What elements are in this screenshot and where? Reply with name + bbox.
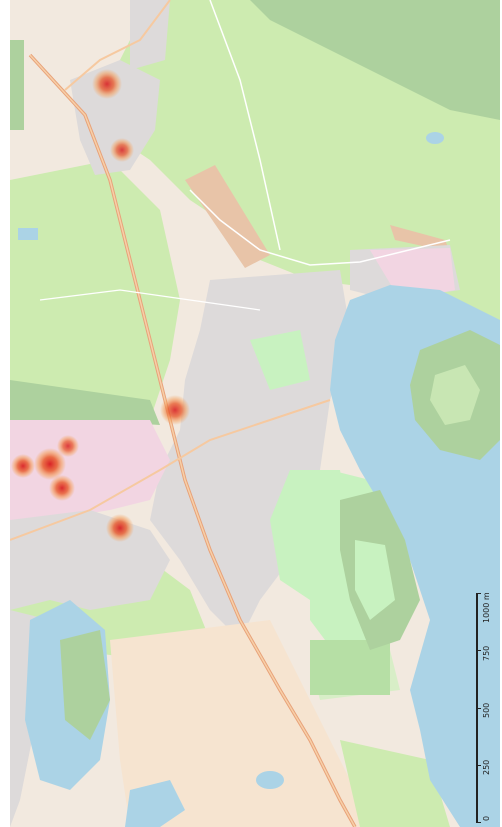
lake bbox=[125, 780, 185, 827]
road bbox=[64, 0, 171, 91]
hotspot-north-2[interactable] bbox=[110, 138, 134, 162]
hotspot-west-1[interactable] bbox=[11, 454, 35, 478]
park-area bbox=[250, 330, 310, 390]
map-scale-bar: 0 250 500 750 1000 m bbox=[476, 592, 498, 823]
scale-tick bbox=[476, 822, 481, 823]
pond bbox=[18, 228, 38, 240]
island-forest bbox=[430, 365, 480, 425]
scale-label-750: 750 bbox=[482, 645, 491, 661]
meadow-area bbox=[310, 640, 390, 695]
road bbox=[39, 289, 261, 311]
scale-tick bbox=[476, 708, 481, 709]
road bbox=[10, 399, 331, 541]
forest-area bbox=[60, 630, 110, 740]
map-view[interactable]: 0 250 500 750 1000 m bbox=[10, 0, 500, 827]
residential-area bbox=[130, 0, 170, 70]
hotspot-south[interactable] bbox=[106, 514, 134, 542]
heatmap-layer bbox=[11, 69, 190, 542]
scale-tick bbox=[476, 765, 481, 766]
hotspot-west-3[interactable] bbox=[49, 475, 75, 501]
scale-label-250: 250 bbox=[482, 759, 491, 775]
hotspot-north-1[interactable] bbox=[92, 69, 122, 99]
field-strip bbox=[390, 225, 450, 252]
farmland-area bbox=[10, 160, 180, 460]
commercial-area bbox=[370, 248, 455, 300]
scale-tick bbox=[476, 650, 481, 651]
park-area bbox=[355, 540, 395, 620]
hotspot-west-2[interactable] bbox=[34, 448, 66, 480]
hotspot-center[interactable] bbox=[160, 395, 190, 425]
scale-label-0: 0 bbox=[482, 815, 491, 821]
pond bbox=[426, 132, 444, 144]
highway bbox=[29, 54, 356, 827]
map-canvas[interactable] bbox=[10, 0, 500, 827]
forest-area bbox=[10, 40, 24, 130]
forest-area bbox=[250, 0, 500, 120]
road bbox=[209, 0, 281, 251]
hotspot-west-4[interactable] bbox=[57, 435, 79, 457]
commercial-area bbox=[10, 420, 170, 520]
forest-area bbox=[10, 380, 160, 425]
pond bbox=[256, 771, 284, 789]
scale-label-500: 500 bbox=[482, 702, 491, 718]
farmland-area bbox=[340, 740, 450, 827]
road bbox=[189, 189, 451, 266]
farmland-area bbox=[110, 620, 370, 827]
scale-label-1000: 1000 m bbox=[482, 592, 491, 623]
residential-area bbox=[70, 60, 160, 175]
scale-tick bbox=[476, 593, 481, 594]
